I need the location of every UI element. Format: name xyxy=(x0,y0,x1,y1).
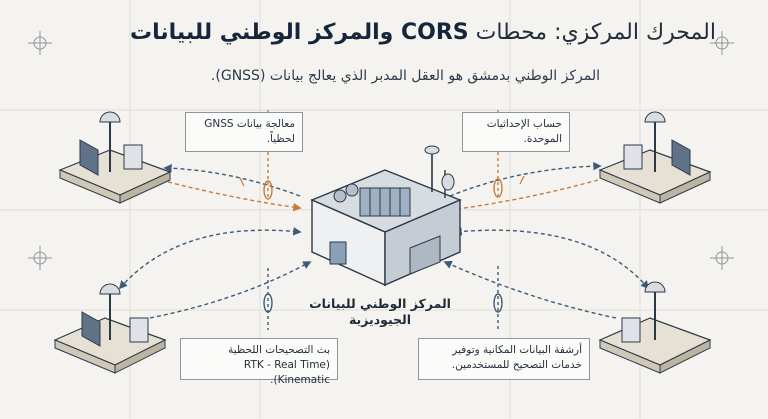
flow-line-bottom-right-2 xyxy=(443,260,617,319)
data-center-label: المركز الوطني للبيانات الجيوديزية xyxy=(305,296,455,328)
flow-line-top-left-out xyxy=(167,181,302,212)
title-part-1: المحرك المركزي: محطات xyxy=(468,20,716,45)
flow-line-top-right-out xyxy=(448,179,599,214)
station-bottom-left xyxy=(53,283,167,374)
station-top-left xyxy=(58,111,172,204)
flow-line-bottom-right xyxy=(453,227,650,290)
station-top-right xyxy=(598,111,712,204)
flow-ticks xyxy=(239,175,525,187)
note-bottom-right-line1: أرشفة البيانات المكانية وتوفير xyxy=(452,344,582,356)
note-bottom-right: أرشفة البيانات المكانية وتوفير خدمات الت… xyxy=(418,338,590,380)
note-bottom-right-line2: خدمات التصحيح للمستخدمين. xyxy=(451,359,582,371)
flow-line-bottom-left-2 xyxy=(149,261,312,319)
note-bottom-left-line2: (RTK - Real Time Kinematic). xyxy=(243,359,330,386)
page-title: المحرك المركزي: محطات CORS والمركز الوطن… xyxy=(130,20,716,45)
note-top-right-line2: الموحدة. xyxy=(523,133,562,145)
national-data-center-building xyxy=(310,145,462,287)
flow-line-bottom-left xyxy=(118,227,302,290)
flow-line-top-left-in xyxy=(163,164,301,197)
note-bottom-left: بث التصحيحات اللحظية (RTK - Real Time Ki… xyxy=(180,338,338,386)
station-bottom-right xyxy=(598,281,712,374)
note-top-left: معالجة بيانات GNSS لحظياً. xyxy=(185,112,303,152)
note-top-left-line2: لحظياً. xyxy=(266,133,295,145)
flow-line-top-right-in xyxy=(449,161,602,197)
note-top-left-line1: معالجة بيانات GNSS xyxy=(204,118,295,130)
note-top-right: حساب الإحداثيات الموحدة. xyxy=(462,112,570,152)
data-center-label-line2: الجيوديزية xyxy=(348,312,412,327)
data-flow-lines xyxy=(118,110,650,330)
page-subtitle: المركز الوطني بدمشق هو العقل المدبر الذي… xyxy=(210,68,600,84)
crosshair-marks xyxy=(28,31,734,270)
note-bottom-left-line1: بث التصحيحات اللحظية xyxy=(228,344,330,356)
title-part-2: CORS والمركز الوطني للبيانات xyxy=(129,20,469,45)
note-top-right-line1: حساب الإحداثيات xyxy=(486,118,562,130)
data-center-label-line1: المركز الوطني للبيانات xyxy=(309,296,451,311)
